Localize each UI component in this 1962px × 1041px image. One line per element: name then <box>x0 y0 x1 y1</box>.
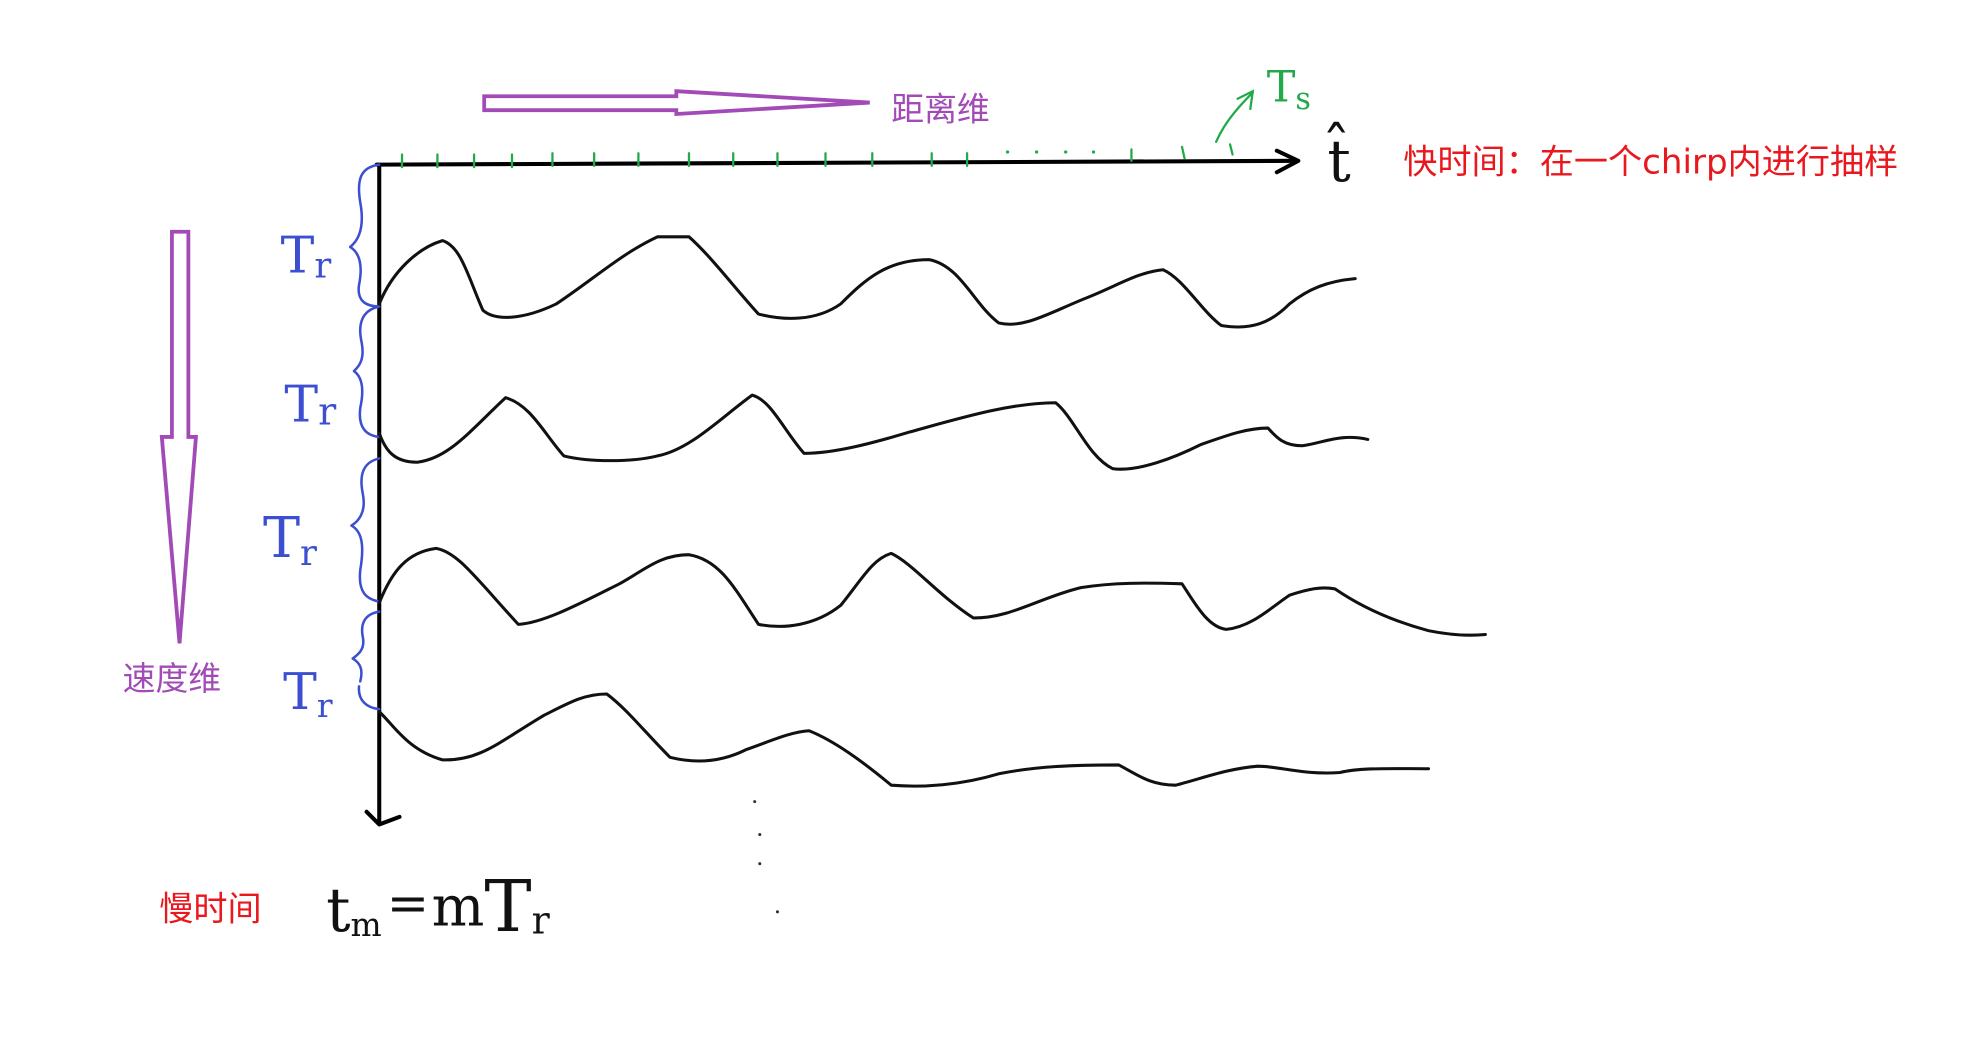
chirp-period-label: Tr <box>263 506 317 574</box>
fast-time-sample-ticks <box>400 143 1234 169</box>
sample-interval-label: Ts <box>1267 62 1311 117</box>
sample-dot <box>1005 150 1010 154</box>
range-dimension-label: 距离维 <box>891 89 990 128</box>
slow-time-label: 慢时间 <box>159 890 261 930</box>
chirp-echo-waveform-2 <box>377 393 1370 471</box>
chirp-period-label: Tr <box>281 225 332 286</box>
chirp-echo-waveform-1 <box>377 235 1357 329</box>
chirp-period-brace <box>351 610 381 711</box>
chirp-period-label: Tr <box>283 662 333 725</box>
sample-dot <box>1034 150 1039 154</box>
chirp-echo-waveform-4 <box>377 692 1431 788</box>
stray-dot <box>758 833 762 837</box>
stray-dot <box>775 910 779 914</box>
fast-time-axis <box>374 158 1298 167</box>
fast-time-axis-arrowhead <box>1274 148 1301 175</box>
stray-dot <box>758 862 762 866</box>
range-dimension-arrow <box>482 89 870 116</box>
slow-time-formula: tm=mTr <box>326 865 550 948</box>
chirp-echo-waveform-3 <box>377 546 1487 637</box>
chirp-period-brace <box>350 457 381 603</box>
chirp-period-brace <box>348 163 381 308</box>
chirp-period-brace <box>352 305 381 439</box>
sample-dot <box>1064 150 1068 154</box>
stray-dots <box>753 800 779 914</box>
chirp-period-label: Tr <box>284 375 337 434</box>
velocity-dimension-arrow <box>159 229 199 644</box>
stray-dot <box>753 800 757 804</box>
fast-time-description: 快时间：在一个chirp内进行抽样 <box>1403 142 1898 182</box>
sample-tick <box>1228 143 1234 156</box>
fast-time-symbol: t̂ <box>1327 121 1351 195</box>
velocity-dimension-label: 速度维 <box>123 659 222 698</box>
sample-tick <box>1180 145 1186 160</box>
slow-time-axis-arrowhead <box>364 809 402 827</box>
sample-dot <box>1091 150 1096 154</box>
sample-interval-arrow <box>1214 89 1255 143</box>
